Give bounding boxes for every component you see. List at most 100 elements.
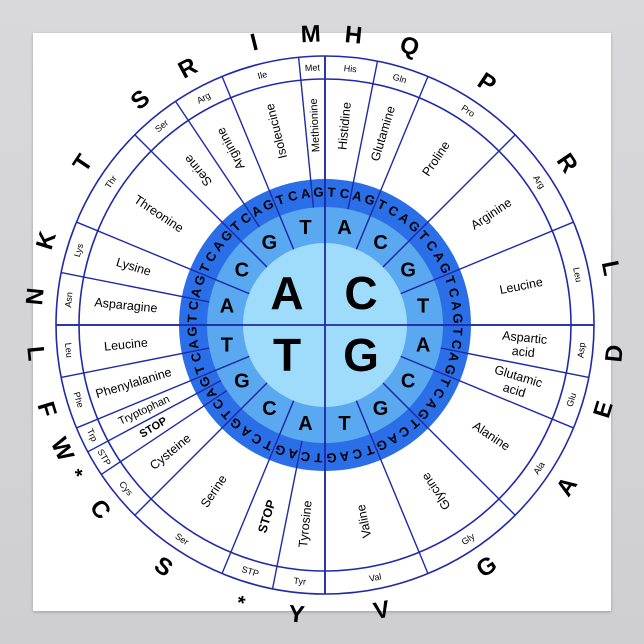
- amino-letter-*: *: [64, 466, 87, 484]
- amino-letter-N: N: [21, 287, 50, 307]
- amino-letter-P: P: [473, 67, 501, 98]
- amino-name-gly: Glycine: [419, 470, 454, 512]
- amino-letter-I: I: [248, 29, 261, 57]
- amino-name-ser: Serine: [181, 152, 215, 189]
- amino-letter-W: W: [45, 433, 79, 465]
- amino-letter-C: C: [84, 494, 116, 525]
- third-base-GTA: A: [338, 448, 350, 464]
- third-base-CAG: G: [363, 191, 378, 209]
- amino-letter-L: L: [596, 258, 625, 278]
- second-base-GA: A: [416, 335, 430, 357]
- third-base-GAG: G: [441, 363, 459, 378]
- amino-abbr-his: His: [343, 63, 357, 74]
- amino-divider: [355, 76, 429, 250]
- amino-letter-A: A: [551, 472, 583, 501]
- amino-name-gln: Glutamine: [368, 104, 398, 163]
- second-base-CT: T: [417, 295, 429, 317]
- third-base-GTC: C: [350, 446, 363, 463]
- amino-divider: [76, 355, 250, 429]
- amino-name-stp: STOP: [255, 498, 278, 534]
- amino-divider: [61, 347, 210, 379]
- amino-name-lys: Lysine: [115, 255, 153, 279]
- amino-letter-Y: Y: [287, 600, 306, 628]
- amino-divider: [400, 221, 574, 295]
- amino-name-tyr: Tyrosine: [296, 500, 315, 548]
- third-base-AAT: T: [184, 314, 199, 323]
- third-base-ATA: A: [300, 185, 312, 201]
- third-base-CAT: T: [327, 184, 336, 199]
- amino-abbr-arg: Arg: [195, 90, 212, 105]
- amino-divider: [61, 271, 210, 303]
- third-base-TAG: G: [273, 441, 288, 459]
- amino-abbr-gly: Gly: [460, 531, 477, 547]
- amino-name-leu: Leucine: [103, 335, 148, 353]
- second-base-CG: G: [400, 259, 416, 281]
- amino-divider: [174, 100, 261, 228]
- amino-divider: [382, 134, 516, 268]
- third-base-GAC: C: [448, 339, 464, 351]
- third-base-CTA: A: [448, 300, 464, 312]
- sector-lines: [55, 55, 595, 595]
- second-base-TG: G: [234, 371, 250, 393]
- amino-letter-V: V: [371, 596, 392, 626]
- amino-divider: [87, 380, 222, 453]
- amino-abbr-stp: STP: [95, 447, 113, 467]
- second-base-TA: A: [298, 413, 312, 435]
- third-base-TAC: C: [299, 448, 311, 464]
- amino-letter-S: S: [126, 85, 156, 116]
- amino-letter-K: K: [31, 228, 62, 253]
- second-base-GT: T: [338, 413, 350, 435]
- amino-abbr-ser: Ser: [173, 531, 190, 547]
- amino-name-asn: Asparagine: [94, 295, 158, 315]
- third-base-TTA: A: [185, 338, 201, 350]
- third-base-CTG: G: [450, 313, 465, 324]
- third-base-AAA: A: [188, 286, 205, 299]
- amino-abbr-gln: Gln: [392, 72, 408, 86]
- amino-letter-R: R: [551, 149, 583, 178]
- first-base-T: T: [273, 329, 301, 381]
- amino-abbr-val: Val: [368, 571, 382, 583]
- amino-name-ile: Isoleucine: [263, 102, 290, 160]
- second-base-CC: C: [373, 232, 387, 254]
- amino-letter-F: F: [31, 399, 61, 421]
- amino-letter-R: R: [174, 52, 202, 84]
- amino-name-arg: Arginine: [468, 195, 514, 232]
- third-base-GAA: A: [445, 351, 462, 364]
- amino-name-ala: Alanine: [470, 419, 512, 454]
- third-base-CTC: C: [446, 286, 463, 299]
- amino-name-ser: Serine: [198, 472, 230, 510]
- amino-letter-S: S: [149, 551, 177, 582]
- second-base-AC: C: [235, 259, 249, 281]
- amino-divider: [440, 347, 589, 379]
- amino-divider: [221, 76, 295, 250]
- first-base-G: G: [343, 329, 379, 381]
- second-base-AT: T: [299, 217, 311, 239]
- amino-divider: [297, 57, 315, 208]
- amino-abbr-ile: Ile: [257, 69, 269, 81]
- amino-name-met: Methionine: [308, 98, 323, 152]
- second-base-CA: A: [337, 217, 351, 239]
- first-base-A: A: [270, 267, 303, 319]
- amino-letter-H: H: [344, 21, 364, 50]
- amino-divider: [347, 61, 379, 210]
- amino-divider: [382, 382, 516, 516]
- third-base-GAT: T: [450, 327, 465, 336]
- amino-abbr-tyr: Tyr: [293, 576, 306, 587]
- third-base-GTG: G: [326, 450, 337, 465]
- amino-letter-G: G: [471, 551, 502, 584]
- third-base-TTG: G: [184, 326, 199, 337]
- amino-divider: [271, 440, 303, 589]
- amino-divider: [134, 382, 268, 516]
- amino-divider: [221, 400, 295, 574]
- amino-name-line: acid: [511, 344, 535, 360]
- amino-abbr-stp: STP: [240, 564, 260, 579]
- second-base-TC: C: [262, 398, 276, 420]
- amino-abbr-thr: Thr: [103, 174, 119, 191]
- third-base-ATC: C: [286, 187, 299, 204]
- amino-name-stp: STOP: [138, 415, 170, 441]
- amino-name-pro: Proline: [419, 139, 452, 179]
- amino-abbr-phe: Phe: [71, 391, 85, 409]
